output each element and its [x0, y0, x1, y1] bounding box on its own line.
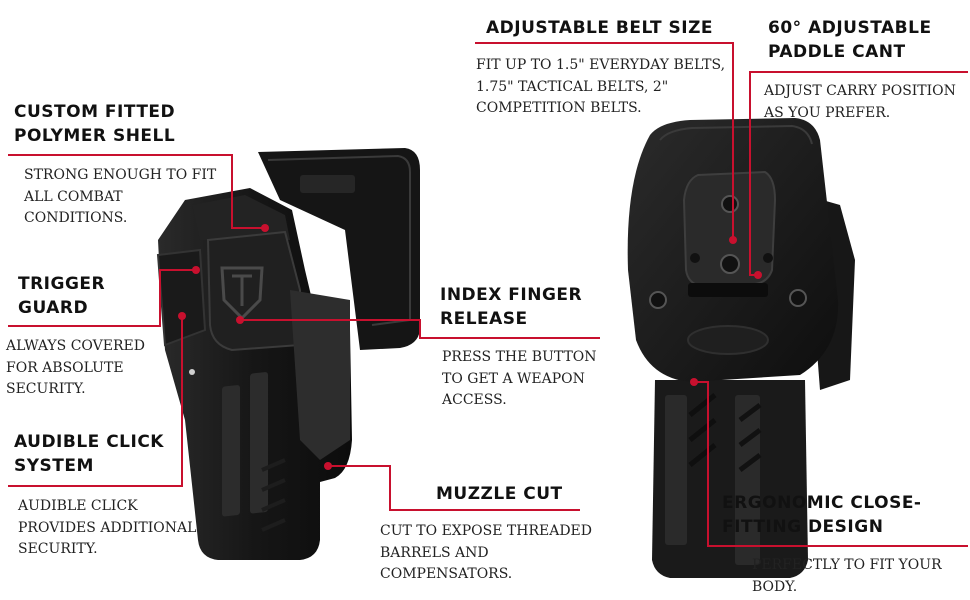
paddle-cant-title: 60° ADJUSTABLE PADDLE CANT [768, 18, 932, 62]
trigger-guard-desc: ALWAYS COVERED FOR ABSOLUTE SECURITY. [6, 338, 145, 397]
audible-click-desc: AUDIBLE CLICK PROVIDES ADDITIONAL SECURI… [18, 498, 197, 557]
muzzle-cut-title: MUZZLE CUT [436, 484, 563, 504]
belt-size-title: ADJUSTABLE BELT SIZE [486, 18, 714, 38]
holster-rear-view [627, 118, 855, 578]
custom-fitted-title: CUSTOM FITTED POLYMER SHELL [14, 102, 176, 146]
index-finger-desc: PRESS THE BUTTON TO GET A WEAPON ACCESS. [442, 349, 597, 408]
callout-dots [178, 224, 762, 470]
muzzle-cut-desc: CUT TO EXPOSE THREADED BARRELS AND COMPE… [380, 523, 592, 582]
ergonomic-title: ERGONOMIC CLOSE-FITTING DESIGN [722, 493, 922, 537]
holster-front-view [156, 148, 420, 560]
index-finger-title: INDEX FINGER RELEASE [440, 285, 583, 329]
paddle-cant-desc: ADJUST CARRY POSITION AS YOU PREFER. [764, 83, 956, 121]
audible-click-title: AUDIBLE CLICK SYSTEM [14, 432, 164, 476]
custom-fitted-desc: STRONG ENOUGH TO FIT ALL COMBAT CONDITIO… [24, 167, 217, 226]
ergonomic-desc: PERFECTLY TO FIT YOUR BODY. [752, 557, 942, 595]
trigger-guard-title: TRIGGER GUARD [18, 274, 106, 318]
belt-size-desc: FIT UP TO 1.5" EVERYDAY BELTS, 1.75" TAC… [476, 57, 726, 116]
